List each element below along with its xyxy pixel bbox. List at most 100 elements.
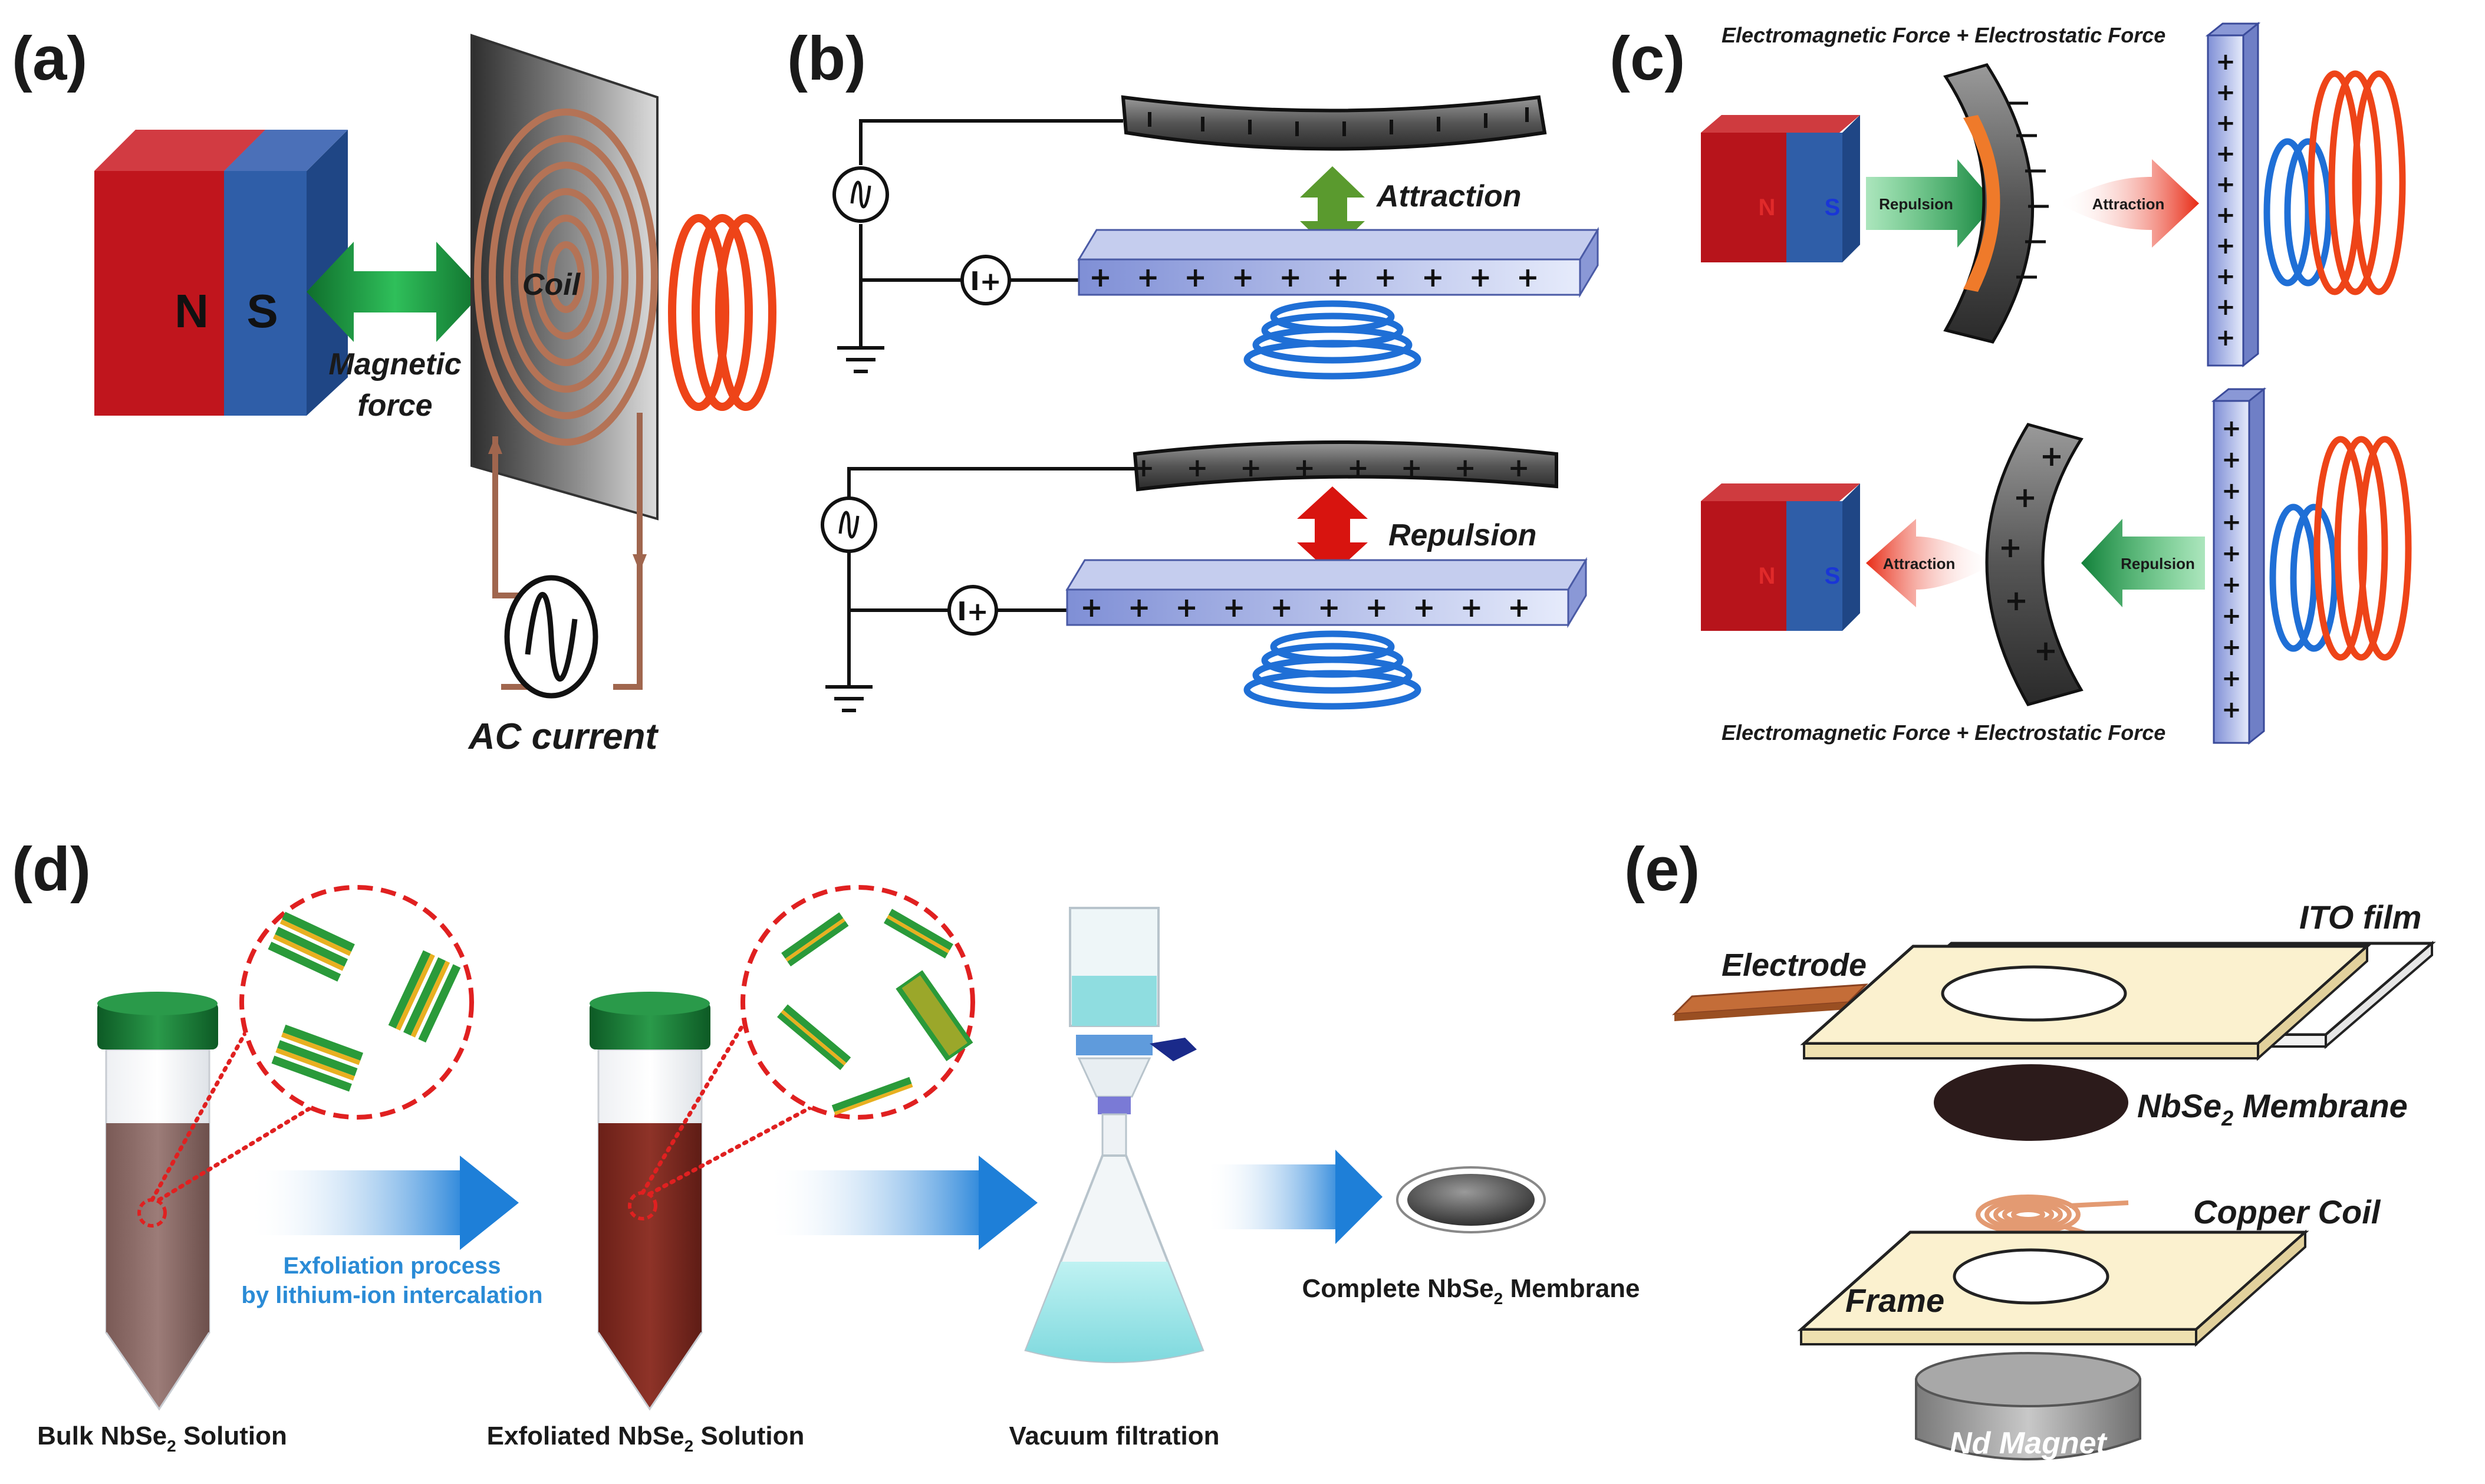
panel-a-sound-waves [668, 214, 776, 411]
panel-c-bottom-electrode: + + + + + + + + + + [2211, 387, 2267, 745]
panel-c-top-magnet-n: N [1759, 195, 1776, 221]
panel-d-arrow-2-body [766, 1170, 990, 1235]
panel-e-electrode-label: Electrode [1722, 947, 1867, 983]
panel-b-label: (b) [787, 24, 866, 93]
panel-c-top-repulsion-label: Repulsion [1879, 195, 1953, 213]
panel-b-top-electrode: ++++++++++ [1077, 226, 1599, 298]
svg-text:+: + [2216, 48, 2236, 75]
panel-d-process-line1: Exfoliation process [284, 1253, 501, 1279]
svg-text:+: + [2216, 324, 2236, 351]
panel-d-arrow-1-head [460, 1156, 519, 1250]
svg-text:+: + [2216, 202, 2236, 229]
panel-b-repulsion-arrow [1297, 486, 1368, 575]
panel-e-ito-label: ITO film [2299, 899, 2421, 936]
panel-c-top-coil-segment [1963, 115, 2000, 292]
panel-a-ac-source-icon [504, 575, 598, 699]
panel-c-top-repulsion-arrow [1866, 159, 1996, 248]
svg-text:+: + [2221, 634, 2242, 661]
panel-b-bottom-electrode: ++++++++++ [1065, 557, 1588, 629]
panel-b-bottom-source-symbol: I+ [957, 597, 988, 627]
panel-d: (d) [12, 835, 1640, 1455]
panel-d-bulk-zoom-circle [239, 885, 474, 1120]
panel-c-bottom-attraction-arrow [1866, 519, 1996, 607]
panel-a-membrane-plate [470, 34, 659, 521]
panel-b-top-negative-ticks [1148, 107, 1529, 136]
panel-c-top-caption: Electromagnetic Force + Electrostatic Fo… [1722, 23, 2165, 47]
panel-e-electrode-strip [1672, 983, 1868, 1021]
panel-d-exfoliated-zoom-circle [740, 885, 975, 1120]
svg-text:+: + [2221, 509, 2242, 536]
panel-c-top-attraction-arrow [2058, 159, 2199, 248]
svg-text:+: + [2221, 665, 2242, 692]
svg-text:+: + [2034, 634, 2058, 667]
panel-e-frame-label: Frame [1845, 1282, 1944, 1319]
panel-d-vacuum-flask [1024, 907, 1204, 1363]
panel-c-label: (c) [1610, 24, 1685, 93]
panel-a-magnet: N S [94, 130, 348, 416]
panel-a-coil [474, 108, 658, 446]
panel-c-top-negative-signs [2007, 101, 2049, 279]
svg-text:+: + [2221, 603, 2242, 630]
panel-b-top-membrane-negative [1121, 95, 1547, 151]
svg-text:+: + [2040, 440, 2063, 473]
panel-b-top-blue-coil [1243, 300, 1421, 380]
panel-e-top-frame [1800, 943, 2371, 1061]
panel-c-bottom-magnet-n: N [1759, 563, 1776, 589]
panel-b-bottom-blue-coil [1243, 630, 1421, 710]
panel-a-force-line2: force [357, 389, 432, 423]
panel-c: (c) Electromagnetic Force + Electrostati… [1610, 21, 2412, 745]
panel-b-repulsion-label: Repulsion [1388, 518, 1536, 552]
panel-c-bottom-caption: Electromagnetic Force + Electrostatic Fo… [1722, 720, 2165, 745]
panel-a: (a) N S Magnetic force Coil [12, 24, 776, 757]
panel-a-magnetic-force-arrow [307, 242, 483, 342]
svg-text:+: + [2216, 232, 2236, 259]
panel-d-arrow-3-body [1206, 1164, 1347, 1229]
panel-e-copper-label: Copper Coil [2193, 1193, 2381, 1230]
svg-text:+: + [2216, 140, 2236, 167]
panel-e-membrane-label: NbSe2 Membrane [2137, 1087, 2408, 1130]
panel-b-top-ac-source-icon [832, 166, 889, 223]
panel-b-top-dc-source-icon: I+ [960, 255, 1011, 305]
svg-text:+: + [2216, 110, 2236, 137]
panel-b-top-circuit [837, 119, 1123, 373]
panel-c-bottom-attraction-label: Attraction [1883, 555, 1956, 572]
svg-text:+: + [2221, 696, 2242, 723]
panel-d-complete-label: Complete NbSe2 Membrane [1302, 1274, 1640, 1308]
panel-e-membrane-disc [1934, 1064, 2128, 1141]
panel-c-bottom-magnet-s: S [1825, 563, 1841, 589]
svg-text:+: + [2221, 415, 2242, 442]
svg-text:+: + [2221, 571, 2242, 598]
panel-c-top-sound-waves [2263, 70, 2406, 295]
panel-c-bottom-sound-waves [2269, 436, 2412, 661]
panel-c-bottom-membrane [1985, 423, 2084, 706]
panel-b-top-source-symbol: I+ [970, 266, 1001, 297]
svg-text:+: + [2005, 584, 2028, 617]
svg-text:+: + [2216, 79, 2236, 106]
svg-text:+: + [2216, 171, 2236, 198]
panel-b-bottom-ac-source-icon [821, 496, 877, 553]
panel-d-complete-membrane [1396, 1166, 1546, 1233]
panel-a-coil-label: Coil [522, 268, 581, 302]
panel-a-magnet-n: N [175, 285, 209, 337]
panel-a-label: (a) [12, 24, 87, 93]
panel-d-exfoliated-tube [590, 992, 710, 1411]
panel-b: (b) I+ Attraction [787, 24, 1599, 712]
panel-e-bottom-frame [1797, 1229, 2309, 1347]
panel-e: (e) ITO film Electrode NbSe2 Membrane [1624, 835, 2436, 1460]
panel-c-top-magnet: N S [1701, 115, 1860, 262]
svg-text:+: + [2221, 478, 2242, 505]
panel-b-bottom-membrane-signs: ++++++++ [1133, 453, 1562, 483]
panel-d-arrow-2-head [979, 1156, 1038, 1250]
svg-text:+: + [2221, 446, 2242, 473]
panel-b-bottom-dc-source-icon: I+ [947, 585, 998, 636]
svg-text:+: + [2013, 481, 2037, 514]
svg-text:++++++++++: ++++++++++ [1089, 261, 1564, 293]
svg-text:++++++++++: ++++++++++ [1080, 591, 1555, 623]
panel-c-top-magnet-s: S [1825, 195, 1841, 221]
panel-d-process-line2: by lithium-ion intercalation [241, 1282, 542, 1308]
panel-d-exfoliated-label: Exfoliated NbSe2 Solution [487, 1422, 805, 1455]
panel-b-bottom-membrane-positive [1133, 440, 1558, 492]
panel-c-top-electrode: + + + + + + + + + + [2205, 21, 2261, 368]
panel-d-arrow-3-head [1335, 1150, 1383, 1244]
